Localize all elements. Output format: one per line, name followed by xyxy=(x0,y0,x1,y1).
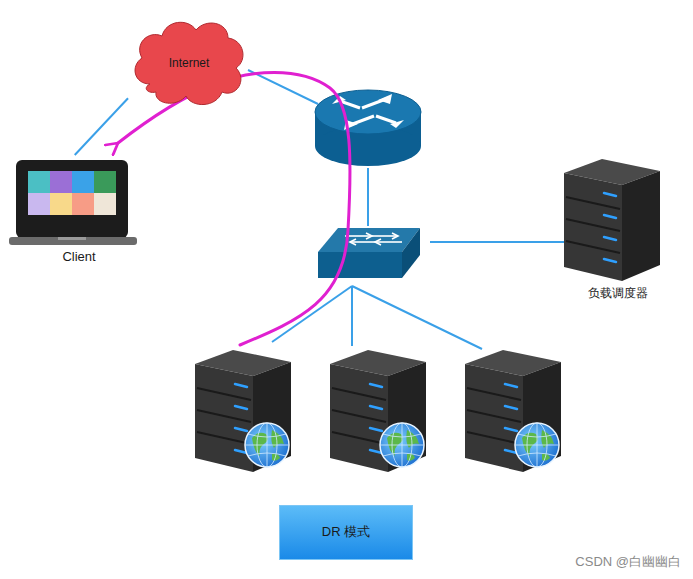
server-icon xyxy=(557,150,666,284)
node-label: Internet xyxy=(169,56,210,71)
node-label: Client xyxy=(8,249,150,265)
watermark: CSDN @白幽幽白 xyxy=(575,553,681,571)
node-label: 负载调度器 xyxy=(557,286,678,301)
internet-cloud: Internet xyxy=(128,14,250,112)
mode-box: DR 模式 xyxy=(279,505,413,560)
node-label: DR 模式 xyxy=(322,524,370,540)
network-link xyxy=(75,98,128,155)
laptop-icon xyxy=(8,155,138,247)
load-balancer-server: 负载调度器 xyxy=(557,150,678,302)
client-laptop: Client xyxy=(8,155,150,267)
